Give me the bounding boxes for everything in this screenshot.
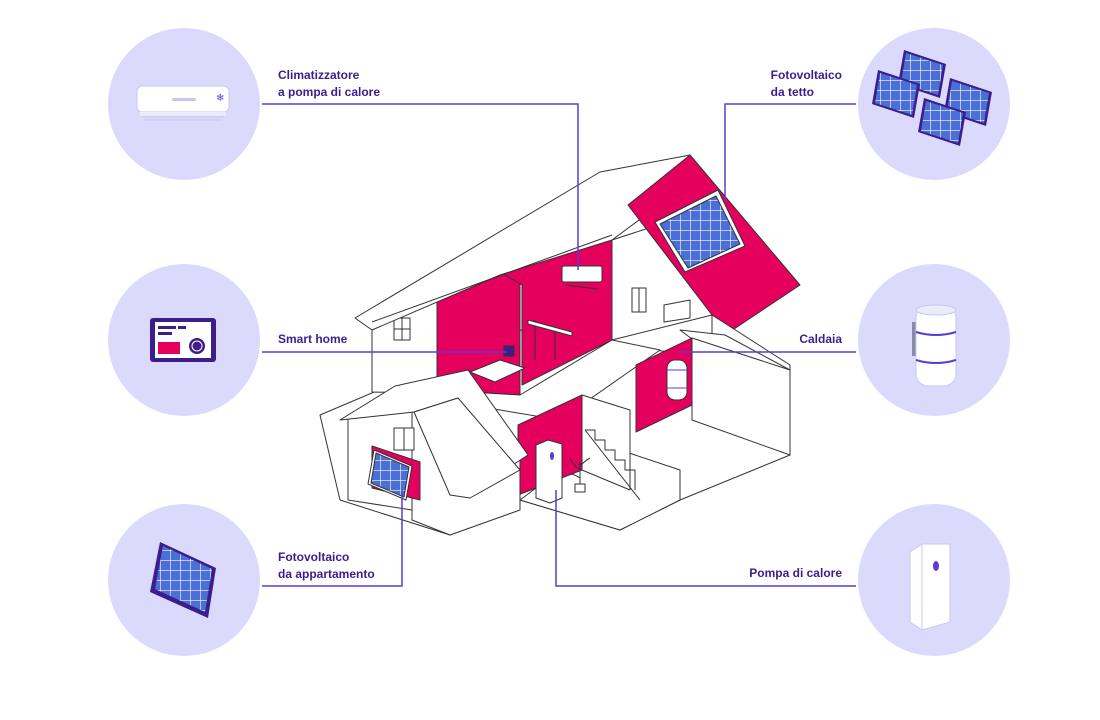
label-caldaia: Caldaia <box>799 331 842 348</box>
connector-fv-appartamento <box>262 490 403 587</box>
label-pompa-line1: Pompa di calore <box>749 566 842 580</box>
boiler-icon <box>858 264 1010 416</box>
label-fotovoltaico-tetto: Fotovoltaico da tetto <box>771 67 842 101</box>
label-fv-tetto-line2: da tetto <box>770 85 814 99</box>
connector-lines <box>262 103 856 587</box>
label-smart-home-line1: Smart home <box>278 332 348 346</box>
label-climatizzatore: Climatizzatore a pompa di calore <box>278 67 380 101</box>
label-climatizzatore-line2: a pompa di calore <box>278 85 381 99</box>
air-conditioner-icon: ❄ <box>108 28 260 180</box>
house-illustration <box>319 154 801 536</box>
solar-panel-icon <box>108 504 260 656</box>
label-smart-home: Smart home <box>278 331 347 348</box>
rooftop-solar-panels-icon <box>858 28 1010 180</box>
label-fv-app-line2: da appartamento <box>278 567 375 581</box>
connector-fv-tetto <box>724 103 856 200</box>
connector-pompa <box>555 490 856 587</box>
svg-text:❄: ❄ <box>216 93 224 104</box>
label-fv-app-line1: Fotovoltaico <box>278 550 350 564</box>
label-fv-tetto-line1: Fotovoltaico <box>770 68 842 82</box>
label-pompa-di-calore: Pompa di calore <box>749 565 842 582</box>
heat-pump-icon <box>858 504 1010 656</box>
label-fotovoltaico-appartamento: Fotovoltaico da appartamento <box>278 549 375 583</box>
label-climatizzatore-line1: Climatizzatore <box>278 68 360 82</box>
smart-home-tablet-icon <box>108 264 260 416</box>
connector-clima <box>262 103 579 270</box>
label-caldaia-line1: Caldaia <box>799 332 842 346</box>
